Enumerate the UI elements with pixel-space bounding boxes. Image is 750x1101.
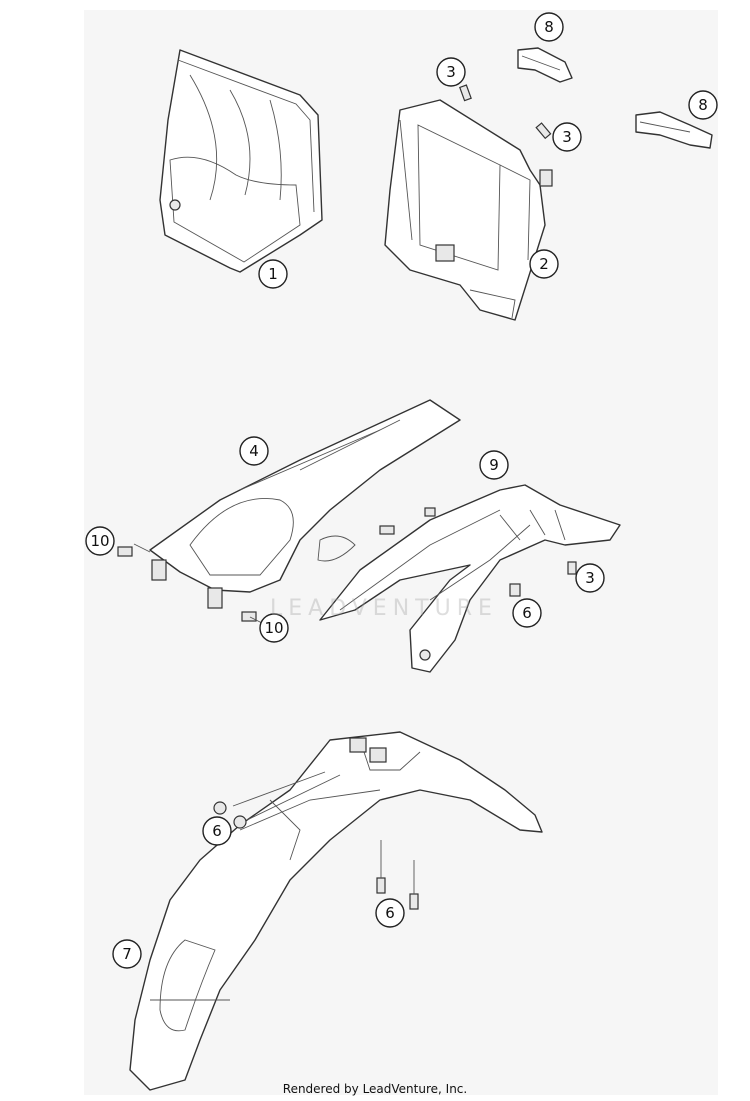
screw-top-right[interactable]	[535, 122, 552, 140]
svg-text:3: 3	[562, 128, 572, 146]
callout-3b: 3	[552, 122, 582, 152]
screw-mid-center[interactable]	[379, 525, 395, 535]
callout-2: 2	[529, 249, 559, 279]
bushing-mid[interactable]	[509, 583, 521, 597]
svg-text:3: 3	[585, 569, 595, 587]
headlight-strap-top[interactable]	[517, 47, 573, 83]
headlight-frame[interactable]	[384, 99, 553, 321]
svg-text:6: 6	[212, 822, 222, 840]
callout-7: 7	[112, 939, 142, 969]
callout-6b: 6	[202, 816, 232, 846]
svg-text:2: 2	[539, 255, 549, 273]
screw-mid-upper[interactable]	[424, 507, 436, 517]
svg-text:6: 6	[385, 904, 395, 922]
leader-lines	[133, 543, 415, 894]
svg-text:9: 9	[489, 456, 499, 474]
svg-text:10: 10	[90, 532, 109, 550]
bolt-fender-vertical-1[interactable]	[376, 877, 386, 894]
screw-mid-bottom[interactable]	[241, 611, 257, 622]
callout-8a: 8	[534, 12, 564, 42]
bolt-fender-vertical-2[interactable]	[409, 893, 419, 910]
svg-text:10: 10	[264, 619, 283, 637]
callout-6a: 6	[512, 598, 542, 628]
svg-text:1: 1	[268, 265, 278, 283]
front-fender[interactable]	[129, 731, 543, 1091]
svg-text:3: 3	[446, 63, 456, 81]
watermark: LEADVENTURE	[270, 596, 498, 621]
fender-bracket[interactable]	[319, 484, 621, 673]
callout-3a: 3	[436, 57, 466, 87]
screw-top-left[interactable]	[459, 84, 472, 102]
svg-text:6: 6	[522, 604, 532, 622]
svg-text:4: 4	[249, 442, 259, 460]
svg-text:8: 8	[698, 96, 708, 114]
screw-mid-right[interactable]	[567, 561, 577, 575]
headlight-mask[interactable]	[159, 49, 323, 273]
number-plate[interactable]	[149, 399, 461, 609]
screw-mid-left[interactable]	[117, 546, 133, 557]
callout-8b: 8	[688, 90, 718, 120]
headlight-strap-right[interactable]	[635, 111, 713, 149]
callout-9: 9	[479, 450, 509, 480]
callout-10a: 10	[85, 526, 115, 556]
bolt-fender-left-2[interactable]	[233, 815, 247, 829]
render-credit: Rendered by LeadVenture, Inc.	[282, 1082, 468, 1096]
svg-text:8: 8	[544, 18, 554, 36]
callout-3c: 3	[575, 563, 605, 593]
svg-text:7: 7	[122, 945, 132, 963]
callout-10b: 10	[259, 613, 289, 643]
callout-4: 4	[239, 436, 269, 466]
callout-1: 1	[258, 259, 288, 289]
callout-6c: 6	[375, 898, 405, 928]
bolt-fender-left-1[interactable]	[213, 801, 227, 815]
